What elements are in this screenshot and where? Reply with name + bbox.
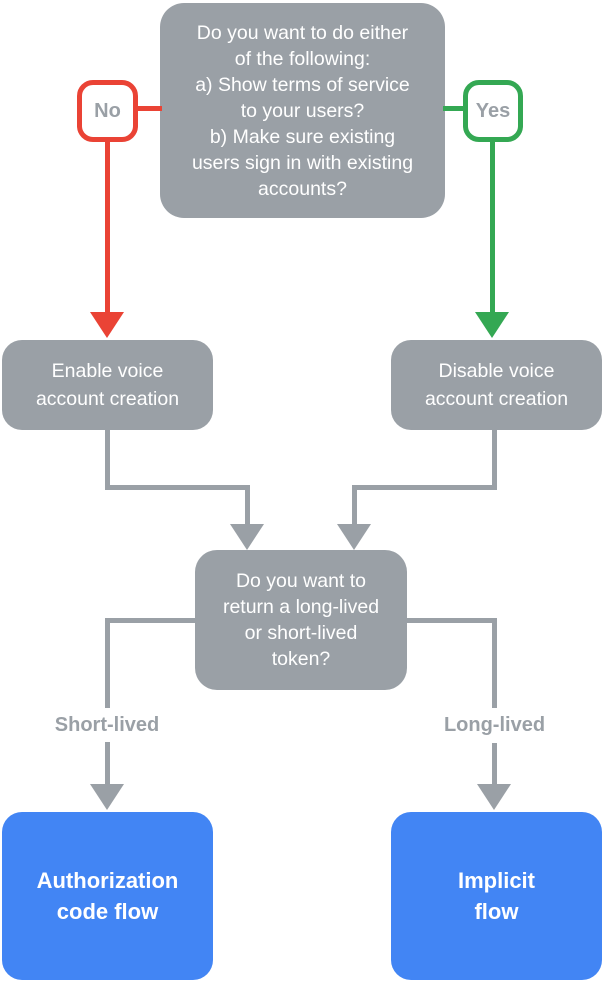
yes-branch-arrowhead-icon bbox=[475, 312, 509, 338]
disable-exit-horizontal-line bbox=[352, 485, 497, 490]
long-lived-arrowhead-icon bbox=[477, 784, 511, 810]
authorization-code-flow-node: Authorization code flow bbox=[2, 812, 213, 980]
yes-branch-horizontal-line bbox=[443, 106, 467, 111]
short-lived-arrowhead-icon bbox=[90, 784, 124, 810]
yes-branch-vertical-line bbox=[490, 140, 495, 312]
disable-to-question-vertical-line bbox=[352, 485, 357, 527]
disable-exit-vertical-line bbox=[492, 430, 497, 490]
long-lived-horizontal-line bbox=[407, 618, 497, 623]
enable-voice-node: Enable voice account creation bbox=[2, 340, 213, 430]
disable-to-question-arrowhead-icon bbox=[337, 524, 371, 550]
short-lived-horizontal-line bbox=[107, 618, 195, 623]
no-label: No bbox=[77, 80, 138, 142]
question-terms-node: Do you want to do either of the followin… bbox=[160, 3, 445, 218]
implicit-flow-node: Implicit flow bbox=[391, 812, 602, 980]
question-token-node: Do you want to return a long-lived or sh… bbox=[195, 550, 407, 690]
no-branch-vertical-line bbox=[105, 140, 110, 312]
long-lived-label: Long-lived bbox=[409, 708, 580, 743]
long-lived-vertical-line bbox=[492, 618, 497, 786]
no-branch-horizontal-line bbox=[136, 106, 162, 111]
enable-exit-horizontal-line bbox=[105, 485, 250, 490]
no-branch-arrowhead-icon bbox=[90, 312, 124, 338]
enable-exit-vertical-line bbox=[105, 430, 110, 490]
short-lived-label: Short-lived bbox=[22, 708, 192, 742]
enable-to-question-vertical-line bbox=[245, 485, 250, 527]
short-lived-vertical-line bbox=[105, 618, 110, 786]
disable-voice-node: Disable voice account creation bbox=[391, 340, 602, 430]
enable-to-question-arrowhead-icon bbox=[230, 524, 264, 550]
yes-label: Yes bbox=[463, 80, 523, 142]
